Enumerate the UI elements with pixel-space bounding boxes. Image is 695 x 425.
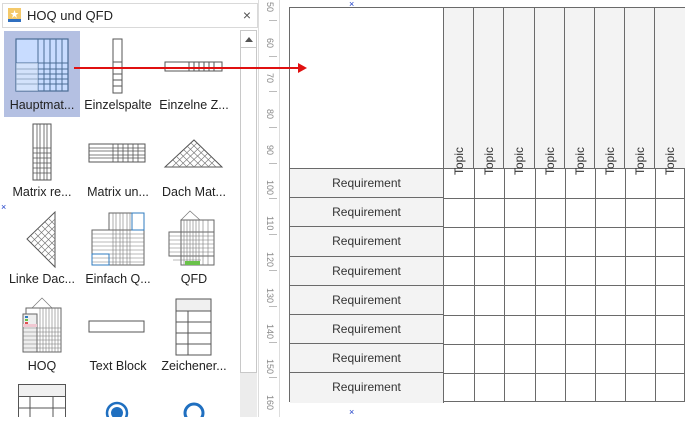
requirement-row-header[interactable]: Requirement	[290, 169, 444, 199]
shape-hoq[interactable]: HOQ	[4, 292, 80, 378]
topic-header[interactable]: Topic	[504, 8, 535, 175]
shape-matrix-right[interactable]: Matrix re...	[4, 118, 80, 204]
shape-label: HOQ	[27, 359, 57, 373]
radio-empty-icon[interactable]	[182, 401, 206, 417]
radio-selected-icon[interactable]	[105, 401, 129, 417]
close-icon[interactable]: ×	[242, 7, 251, 23]
ruler-label: 90	[265, 145, 275, 156]
scroll-up-arrow-icon[interactable]	[240, 30, 257, 48]
shape-label: QFD	[180, 272, 208, 286]
library-header[interactable]: HOQ und QFD ×	[2, 3, 258, 28]
ruler-tick	[269, 234, 277, 235]
table-shape-icon[interactable]	[18, 384, 68, 417]
ruler-tick	[269, 163, 277, 164]
topic-header[interactable]: Topic	[565, 8, 595, 175]
shape-matrix-bottom[interactable]: Matrix un...	[80, 118, 156, 204]
simple-qfd-icon	[91, 212, 145, 266]
requirement-row-header[interactable]: Requirement	[290, 227, 444, 257]
ruler-tick	[269, 342, 277, 343]
shape-roof-matrix[interactable]: Dach Mat...	[156, 118, 232, 204]
shape-label: Einzelne Z...	[159, 98, 229, 112]
shape-legend-table[interactable]: Zeichener...	[156, 292, 232, 378]
shape-label: Matrix re...	[12, 185, 72, 199]
shape-label: Hauptmat...	[9, 98, 75, 112]
requirement-row-header[interactable]: Requirement	[290, 256, 444, 286]
topic-header[interactable]: Topic	[474, 8, 504, 175]
shape-label: Matrix un...	[87, 185, 149, 199]
ruler-label: 150	[265, 359, 275, 375]
shape-qfd[interactable]: QFD	[156, 205, 232, 291]
requirement-row-header[interactable]: Requirement	[290, 285, 444, 315]
requirement-row-header[interactable]: Requirement	[290, 198, 444, 228]
shape-library-panel: HOQ und QFD × Hauptmat... Einzelspalte E…	[0, 0, 258, 417]
connection-marker-icon: ×	[349, 407, 355, 417]
matrix-body-grid[interactable]	[444, 169, 685, 402]
ruler-label: 130	[265, 288, 275, 304]
library-title: HOQ und QFD	[27, 8, 113, 23]
requirement-row-header[interactable]: Requirement	[290, 315, 444, 345]
topic-header[interactable]: Topic	[625, 8, 655, 175]
ruler-tick	[269, 20, 277, 21]
shape-label: Einzelspalte	[84, 98, 152, 112]
ruler-label: 160	[265, 395, 275, 411]
ruler-tick	[269, 56, 277, 57]
shape-label: Linke Dac...	[8, 272, 75, 286]
drag-arrow	[74, 67, 302, 69]
shape-label: Zeichener...	[161, 359, 227, 373]
ruler-label: 80	[265, 109, 275, 120]
ruler-tick	[269, 270, 277, 271]
shape-label: Dach Mat...	[162, 185, 226, 199]
single-column-icon	[112, 38, 123, 94]
library-logo-icon	[8, 8, 21, 22]
vertical-ruler: 50 60 70 80 90 100 110 120 130 140 150 1…	[258, 0, 280, 417]
ruler-label: 50	[265, 2, 275, 13]
matrix-right-icon	[32, 123, 52, 181]
main-matrix-icon	[15, 38, 69, 92]
ruler-label: 120	[265, 252, 275, 268]
topic-header[interactable]: Topic	[535, 8, 565, 175]
connection-marker-icon: ×	[1, 202, 7, 212]
shape-simple-qfd[interactable]: Einfach Q...	[80, 205, 156, 291]
shape-text-block[interactable]: Text Block	[80, 292, 156, 378]
roof-matrix-icon	[163, 139, 224, 168]
library-scrollbar[interactable]	[240, 30, 257, 417]
legend-table-icon	[175, 298, 212, 356]
scroll-thumb[interactable]	[240, 47, 257, 373]
requirement-row-header[interactable]: Requirement	[290, 344, 444, 374]
ruler-label: 140	[265, 324, 275, 340]
shape-label: Text Block	[89, 359, 147, 373]
arrow-head-icon	[298, 63, 307, 73]
topic-header[interactable]: Topic	[655, 8, 685, 175]
ruler-label: 70	[265, 73, 275, 84]
topic-header[interactable]: Topic	[595, 8, 625, 175]
shape-single-column[interactable]: Einzelspalte	[80, 31, 156, 117]
ruler-tick	[269, 198, 277, 199]
topic-header[interactable]: Topic	[444, 8, 474, 175]
matrix-bottom-icon	[88, 143, 146, 163]
ruler-label: 60	[265, 38, 275, 49]
shape-main-matrix[interactable]: Hauptmat...	[4, 31, 80, 117]
qfd-icon	[168, 210, 215, 266]
ruler-tick	[269, 127, 277, 128]
shape-left-roof[interactable]: Linke Dac...	[4, 205, 80, 291]
hoq-icon	[22, 297, 62, 353]
text-block-icon	[88, 320, 145, 333]
requirement-row-header[interactable]: Requirement	[290, 373, 444, 403]
ruler-label: 100	[265, 180, 275, 196]
single-row-icon	[164, 61, 223, 72]
ruler-tick	[269, 377, 277, 378]
ruler-tick	[269, 91, 277, 92]
shape-single-row[interactable]: Einzelne Z...	[156, 31, 232, 117]
main-matrix-shape[interactable]: Topic Topic Topic Topic Topic Topic Topi…	[289, 7, 685, 403]
shape-label: Einfach Q...	[85, 272, 151, 286]
ruler-tick	[269, 306, 277, 307]
ruler-label: 110	[265, 216, 275, 231]
connection-marker-icon: ×	[349, 0, 355, 9]
matrix-corner-cell[interactable]	[290, 8, 444, 169]
left-roof-icon	[26, 210, 56, 269]
